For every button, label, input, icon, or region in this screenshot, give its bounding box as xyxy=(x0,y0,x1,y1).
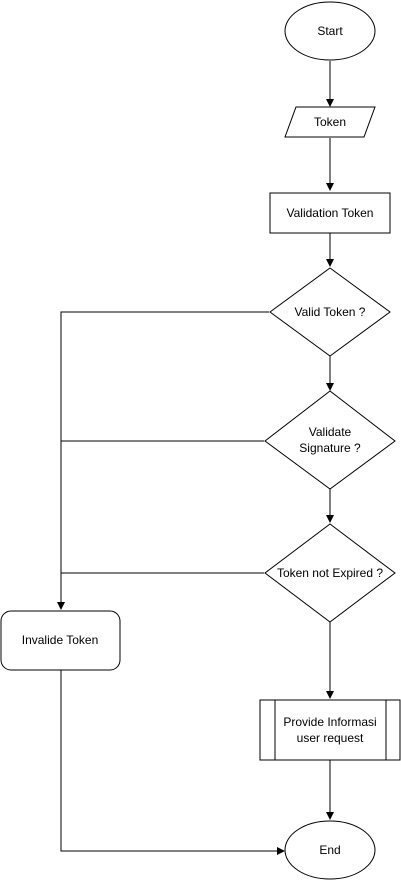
invalide-token-label: Invalide Token xyxy=(22,633,99,647)
validation-token-label: Validation Token xyxy=(287,206,374,220)
provide-informasi-label-line1: Provide Informasi xyxy=(283,715,376,729)
edge-valid-token-no xyxy=(57,311,269,610)
validate-signature-decision xyxy=(264,390,396,490)
end-label: End xyxy=(319,843,340,857)
provide-informasi-node xyxy=(259,699,401,761)
token-not-expired-label: Token not Expired ? xyxy=(277,566,383,580)
provide-informasi-label-line2: user request xyxy=(297,731,364,745)
end-node xyxy=(284,820,376,880)
valid-token-label: Valid Token ? xyxy=(295,305,366,319)
validate-signature-label-line1: Validate xyxy=(309,425,352,439)
start-node xyxy=(284,1,376,61)
invalide-token-node xyxy=(0,610,121,671)
token-label: Token xyxy=(314,115,346,129)
token-node xyxy=(284,106,376,138)
start-label: Start xyxy=(317,24,343,38)
valid-token-decision xyxy=(269,267,391,357)
edge-invalide-to-end xyxy=(60,670,285,855)
validation-token-node xyxy=(269,192,391,234)
validate-signature-label-line2: Signature ? xyxy=(299,441,361,455)
token-not-expired-decision xyxy=(264,523,396,623)
